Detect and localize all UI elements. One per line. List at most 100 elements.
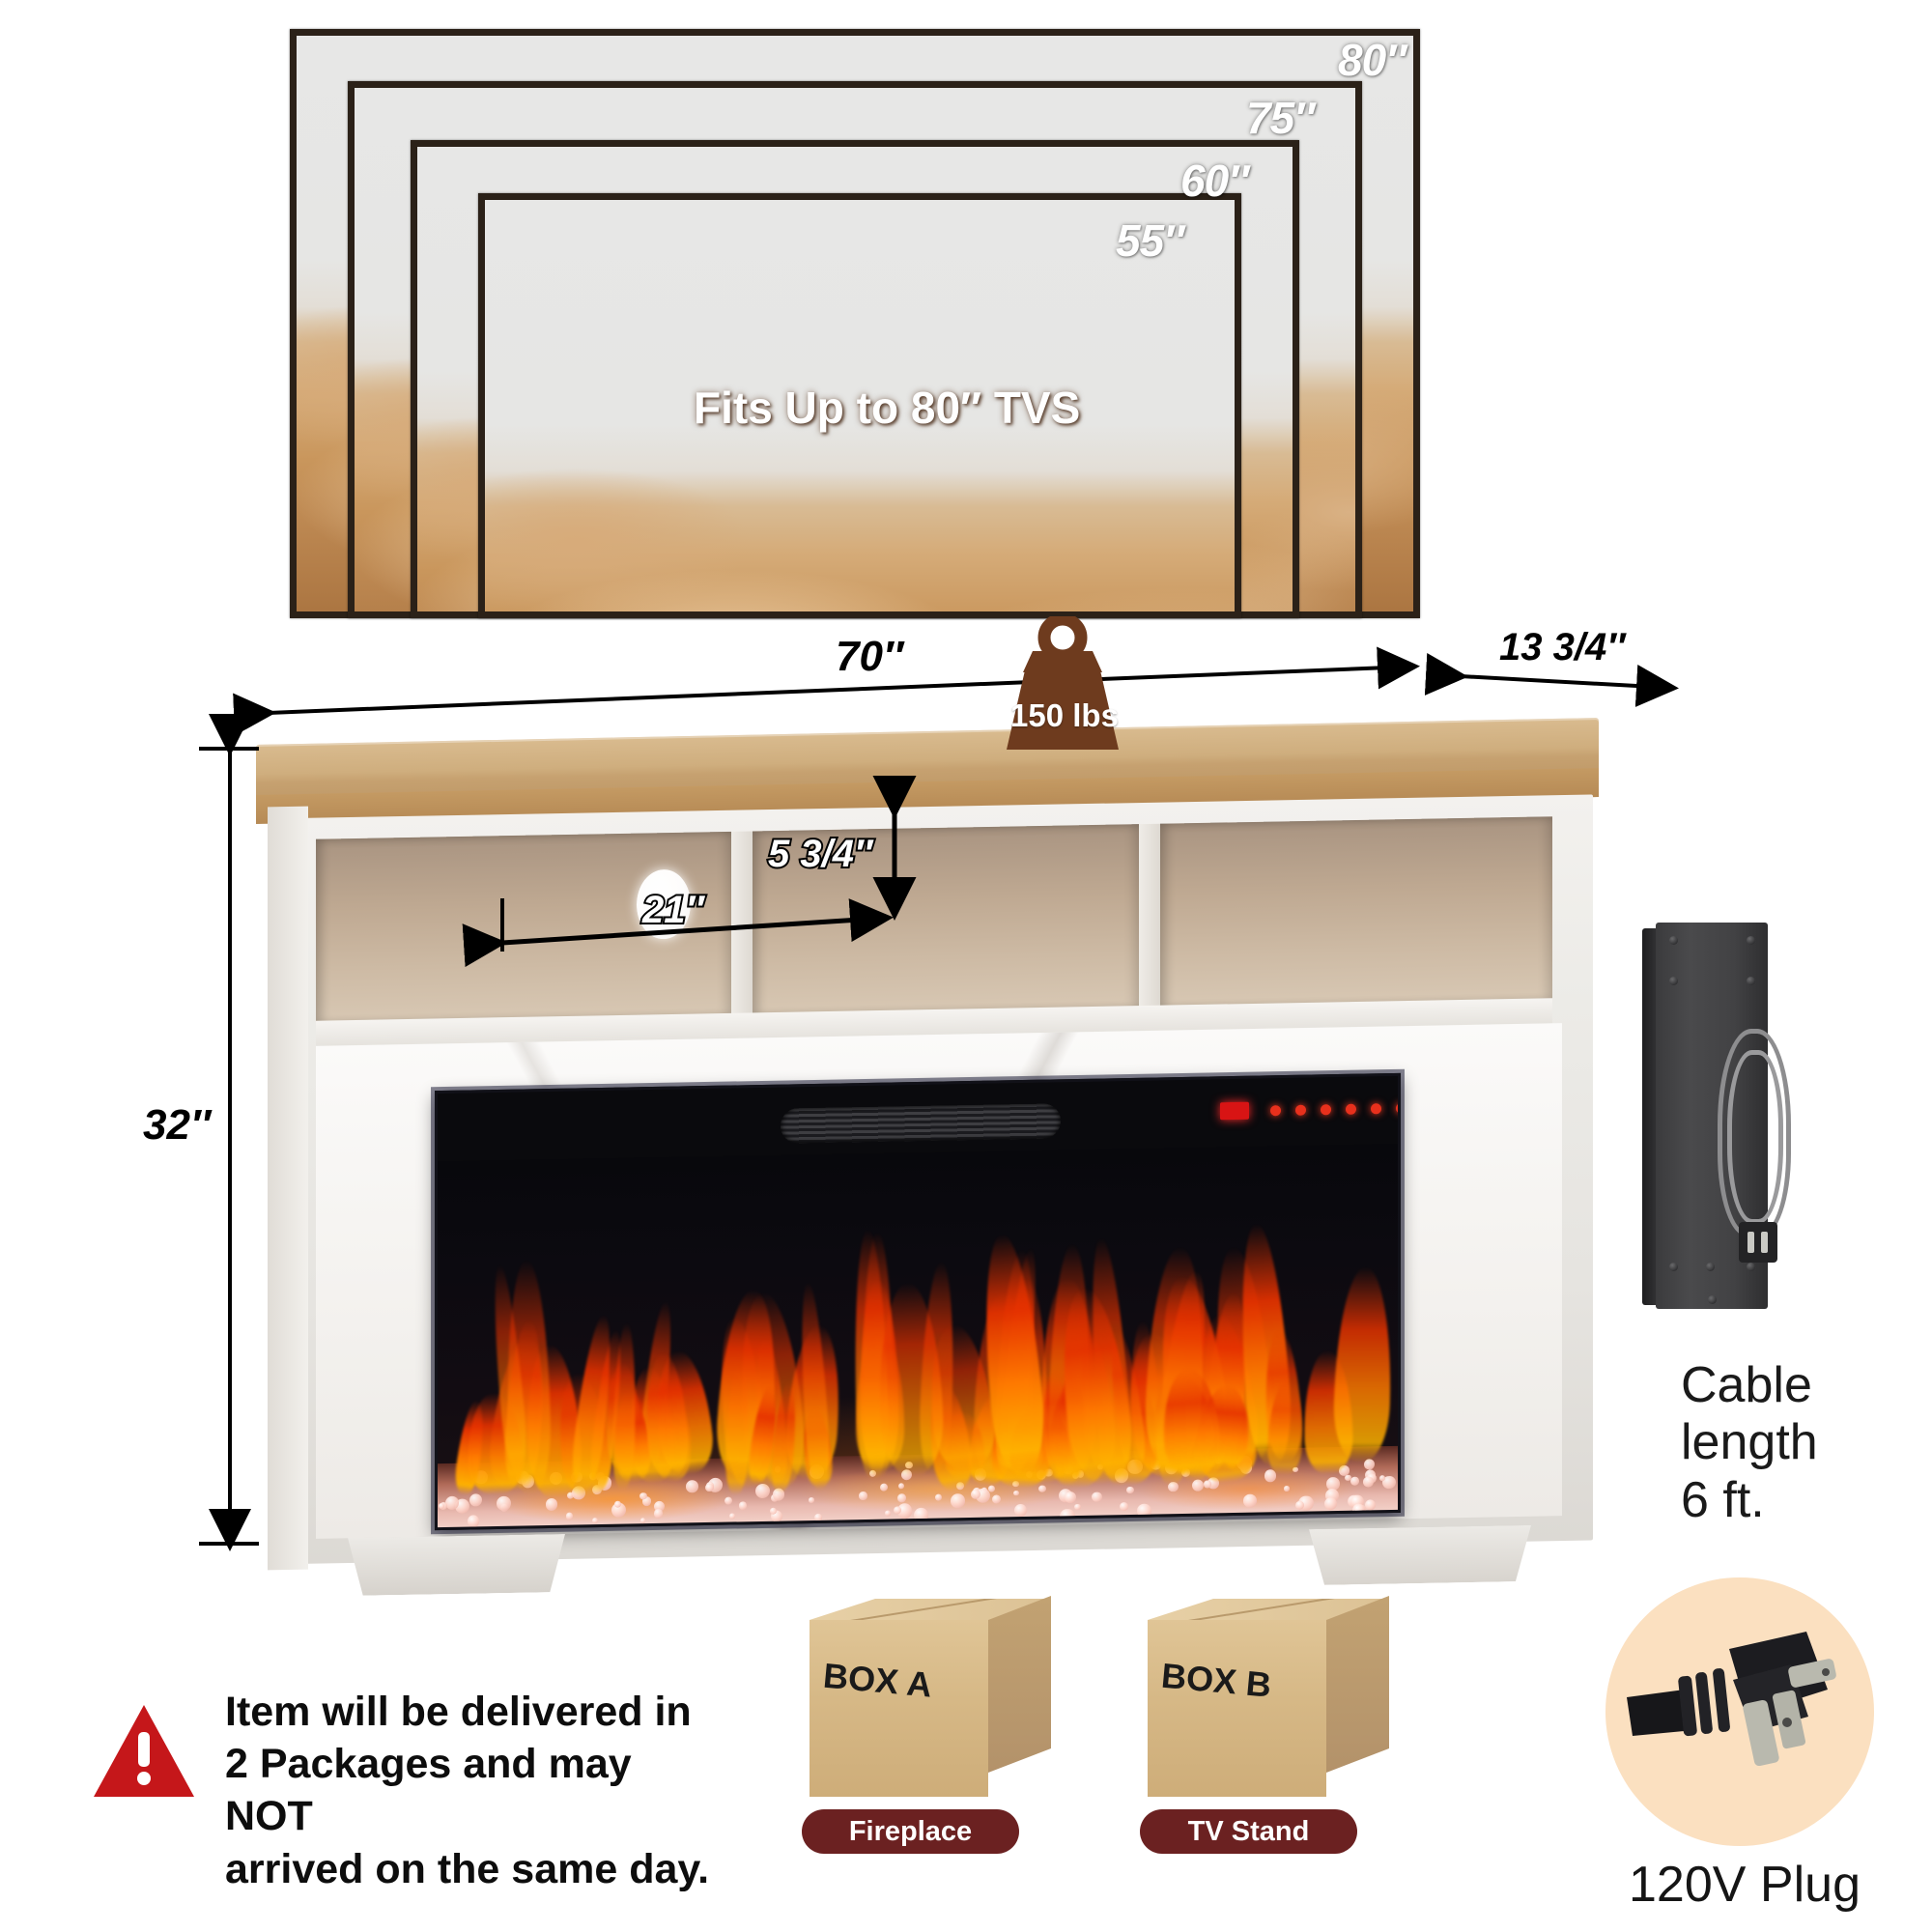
ember-crystal xyxy=(724,1496,733,1506)
tv-size-comparison xyxy=(290,29,1420,618)
ember-crystal xyxy=(565,1512,574,1520)
ember-crystal xyxy=(686,1480,698,1493)
ember-crystal xyxy=(738,1501,748,1511)
shelf-cubby-right xyxy=(1160,816,1552,1009)
stand-side-panel xyxy=(268,806,308,1571)
insert-back-plate xyxy=(1656,923,1791,1309)
ember-crystal xyxy=(469,1493,482,1507)
ember-crystal xyxy=(1284,1486,1290,1492)
carton-side-face xyxy=(988,1596,1051,1773)
ember-crystal xyxy=(591,1518,598,1524)
fireplace-heat-vent xyxy=(781,1103,1061,1144)
stand-foot-right xyxy=(1309,1525,1531,1585)
tv-size-label-75: 75″ xyxy=(1246,93,1315,143)
weight-capacity-label: 150 lbs xyxy=(1010,697,1119,733)
cable-plug-end xyxy=(1739,1222,1777,1263)
led-indicator-dot xyxy=(1295,1104,1306,1116)
fireplace-led-display xyxy=(1220,1097,1401,1122)
led-digit-readout xyxy=(1220,1101,1249,1121)
shipping-notice-text: Item will be delivered in 2 Packages and… xyxy=(225,1686,727,1895)
stand-foot-left xyxy=(348,1534,565,1596)
ember-crystal xyxy=(1119,1501,1128,1511)
height-dimension-label: 32″ xyxy=(143,1101,212,1149)
carton-seam xyxy=(1184,1599,1339,1623)
led-indicator-dot xyxy=(1371,1103,1381,1115)
ember-crystal xyxy=(1204,1480,1211,1489)
ember-crystal xyxy=(897,1493,906,1503)
led-indicator-dot xyxy=(1396,1102,1401,1114)
ember-crystal xyxy=(1137,1503,1151,1519)
ember-crystal xyxy=(496,1495,511,1512)
fits-up-to-headline: Fits Up to 80″ TVS xyxy=(694,383,1081,433)
ember-crystal xyxy=(1038,1485,1046,1492)
power-plug-icon xyxy=(1627,1632,1836,1767)
ember-crystal xyxy=(1064,1491,1076,1504)
ember-crystal xyxy=(813,1513,822,1521)
depth-dimension-arrow xyxy=(1424,653,1679,707)
shipping-notice-line2: 2 Packages and may NOT xyxy=(225,1741,632,1840)
carton-illustration: BOX B xyxy=(1148,1596,1389,1797)
tv-size-label-60: 60″ xyxy=(1180,156,1249,206)
depth-dimension-label: 13 3/4″ xyxy=(1499,626,1626,668)
power-plug-caption: 120V Plug xyxy=(1629,1857,1861,1913)
power-plug-section: 120V Plug xyxy=(1565,1570,1932,1918)
ember-crystal xyxy=(467,1515,480,1528)
shipping-notice-line3: arrived on the same day. xyxy=(225,1845,710,1892)
ember-crystal xyxy=(913,1507,929,1523)
package-box-b: BOX B TV Stand xyxy=(1140,1596,1389,1854)
ember-crystal xyxy=(897,1482,904,1490)
led-indicator-dot xyxy=(1346,1103,1356,1115)
coiled-power-cable-inner xyxy=(1727,1050,1783,1224)
shipping-notice: Item will be delivered in 2 Packages and… xyxy=(92,1686,729,1892)
cable-caption-line1: Cable xyxy=(1681,1357,1812,1413)
carton-front-face xyxy=(810,1620,988,1797)
cable-caption-line3: 6 ft. xyxy=(1681,1471,1765,1528)
carton-front-face xyxy=(1148,1620,1326,1797)
ember-crystal xyxy=(1092,1492,1102,1502)
carton-side-face xyxy=(1326,1596,1389,1773)
ember-crystal xyxy=(545,1498,558,1511)
cable-length-caption: Cable length 6 ft. xyxy=(1681,1357,1903,1529)
ember-crystal xyxy=(970,1489,980,1500)
ember-crystal xyxy=(1074,1503,1081,1511)
warning-triangle-icon xyxy=(94,1705,194,1797)
ember-crystal xyxy=(639,1518,646,1523)
ember-crystal xyxy=(1364,1499,1376,1511)
ember-crystal xyxy=(885,1510,891,1517)
cable-caption-line2: length xyxy=(1681,1414,1818,1471)
shelf-divider-1 xyxy=(731,831,753,1017)
shelf-height-label: 5 3/4″ xyxy=(766,831,874,877)
ember-crystal xyxy=(1324,1496,1338,1511)
ember-crystal xyxy=(992,1494,1002,1504)
ember-crystal xyxy=(1126,1486,1134,1494)
led-indicator-dot xyxy=(1270,1105,1281,1117)
ember-crystal xyxy=(729,1513,735,1520)
tv-size-label-80: 80″ xyxy=(1338,35,1406,85)
ember-crystal xyxy=(1013,1503,1027,1518)
tv-outline-55 xyxy=(478,193,1241,618)
ember-crystal xyxy=(1345,1474,1351,1482)
ember-crystal xyxy=(859,1492,867,1500)
led-indicator-dot xyxy=(1321,1104,1331,1116)
ember-crystal xyxy=(934,1493,943,1502)
width-dimension-label: 70″ xyxy=(836,633,904,680)
ember-crystal xyxy=(1350,1476,1359,1486)
flame xyxy=(1332,1266,1395,1463)
ember-crystal xyxy=(1243,1493,1257,1508)
ember-crystal xyxy=(894,1505,902,1515)
ember-crystal xyxy=(653,1508,664,1519)
carton-illustration: BOX A xyxy=(810,1596,1051,1797)
ember-crystal xyxy=(880,1483,889,1492)
carton-seam xyxy=(846,1599,1001,1623)
ember-crystal xyxy=(809,1496,814,1503)
open-shelf-row xyxy=(316,816,1552,1025)
ember-crystal xyxy=(950,1493,965,1509)
package-box-a: BOX A Fireplace xyxy=(802,1596,1051,1854)
ember-crystal xyxy=(1013,1490,1020,1496)
tv-stand-illustration xyxy=(246,710,1618,1608)
tv-size-label-55: 55″ xyxy=(1116,215,1184,266)
shelf-divider-2 xyxy=(1139,823,1160,1010)
shipping-notice-line1: Item will be delivered in xyxy=(225,1689,692,1735)
fireplace-glass-flame-area xyxy=(438,1143,1401,1531)
